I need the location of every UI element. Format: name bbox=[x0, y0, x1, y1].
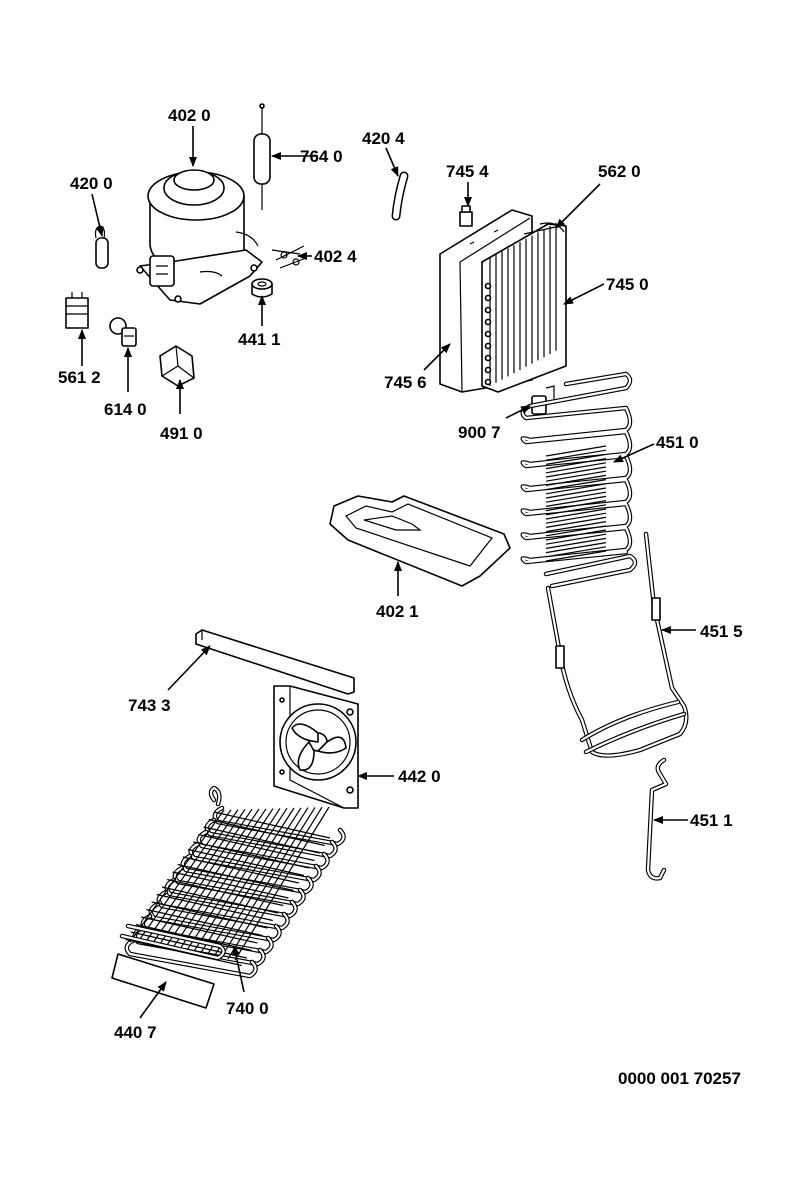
leader-745-6 bbox=[423, 343, 451, 371]
label-745-0: 745 0 bbox=[606, 275, 649, 294]
condenser-loop-part bbox=[545, 531, 689, 758]
leader-lines bbox=[78, 126, 696, 1019]
clip-745-4-part bbox=[459, 205, 473, 227]
clips-part bbox=[271, 245, 307, 269]
leader-743-3 bbox=[167, 645, 211, 691]
label-451-0: 451 0 bbox=[656, 433, 699, 452]
label-743-3: 743 3 bbox=[128, 696, 171, 715]
label-561-2: 561 2 bbox=[58, 368, 101, 387]
label-420-0: 420 0 bbox=[70, 174, 113, 193]
leader-745-0 bbox=[563, 283, 605, 305]
label-402-4: 402 4 bbox=[314, 247, 357, 266]
label-562-0: 562 0 bbox=[598, 162, 641, 181]
label-451-1: 451 1 bbox=[690, 811, 733, 830]
label-745-4: 745 4 bbox=[446, 162, 489, 181]
label-745-6: 745 6 bbox=[384, 373, 427, 392]
label-491-0: 491 0 bbox=[160, 424, 203, 443]
leader-900-7 bbox=[505, 405, 531, 419]
drip-tray-part bbox=[329, 495, 511, 587]
leader-451-0 bbox=[613, 443, 655, 463]
label-451-5: 451 5 bbox=[700, 622, 743, 641]
compressor-part bbox=[136, 169, 263, 305]
label-442-0: 442 0 bbox=[398, 767, 441, 786]
fan-assembly-part bbox=[273, 685, 359, 809]
grommet-part bbox=[251, 278, 273, 298]
label-420-4: 420 4 bbox=[362, 129, 405, 148]
wire-condenser-part bbox=[119, 785, 346, 979]
leader-440-7 bbox=[139, 981, 167, 1019]
relay-cover-part bbox=[159, 345, 195, 387]
capacitor-part bbox=[94, 225, 109, 269]
leader-740-0 bbox=[232, 945, 245, 993]
label-764-0: 764 0 bbox=[300, 147, 343, 166]
drawing-number: 0000 001 70257 bbox=[618, 1069, 741, 1088]
seal-strip-part bbox=[195, 629, 355, 695]
evaporator-part bbox=[481, 222, 567, 393]
relay-part bbox=[65, 292, 89, 329]
label-402-1: 402 1 bbox=[376, 602, 419, 621]
leader-420-4 bbox=[385, 147, 399, 177]
label-440-7: 440 7 bbox=[114, 1023, 157, 1042]
condenser-coil-part bbox=[520, 371, 638, 589]
label-614-0: 614 0 bbox=[104, 400, 147, 419]
hose-part bbox=[391, 171, 409, 221]
insulation-pad-part bbox=[111, 953, 215, 1009]
label-900-7: 900 7 bbox=[458, 423, 501, 442]
overload-protector-part bbox=[109, 317, 137, 347]
label-740-0: 740 0 bbox=[226, 999, 269, 1018]
leader-420-0 bbox=[91, 193, 104, 237]
part-labels: 402 0 764 0 420 4 420 0 745 4 562 0 402 … bbox=[58, 106, 743, 1088]
leader-562-0 bbox=[555, 183, 601, 229]
label-441-1: 441 1 bbox=[238, 330, 281, 349]
label-402-0: 402 0 bbox=[168, 106, 211, 125]
filter-drier-part bbox=[253, 103, 271, 210]
connecting-tube-part bbox=[645, 757, 669, 881]
